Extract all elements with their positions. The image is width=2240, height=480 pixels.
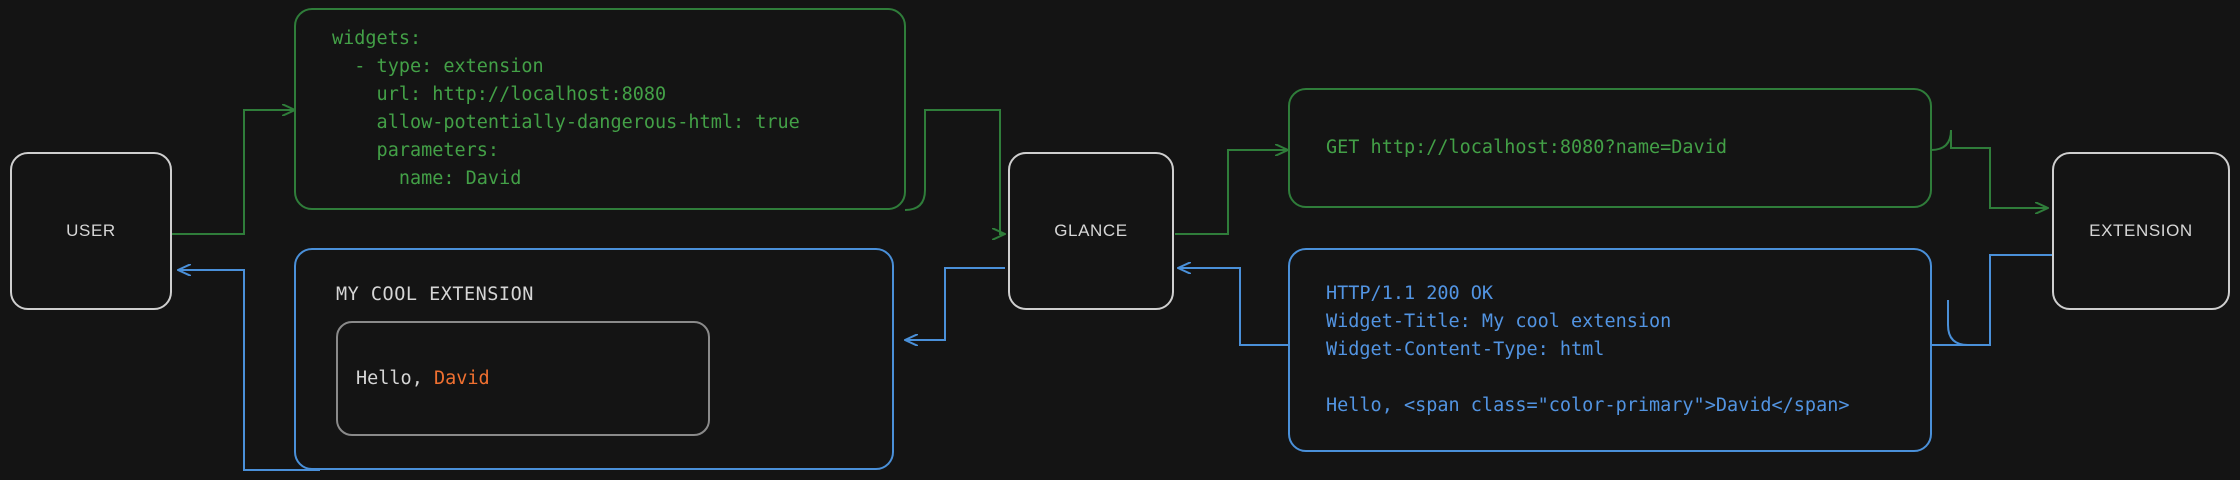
- node-extension[interactable]: EXTENSION: [2052, 152, 2230, 310]
- widget-greeting-name: David: [433, 368, 490, 389]
- wire-user-to-config: [172, 110, 295, 235]
- http-response-text: HTTP/1.1 200 OK Widget-Title: My cool ex…: [1326, 283, 1850, 416]
- rendered-widget-box: MY COOL EXTENSION Hello, David: [294, 248, 894, 470]
- wire-glance-to-widget: [905, 267, 1005, 340]
- node-extension-label: EXTENSION: [2089, 221, 2193, 240]
- wire-response-to-glance: [1178, 268, 1290, 346]
- widget-greeting-prefix: Hello,: [356, 368, 434, 389]
- node-glance-label: GLANCE: [1054, 221, 1128, 240]
- node-user[interactable]: USER: [10, 152, 172, 310]
- http-request-text: GET http://localhost:8080?name=David: [1326, 137, 1727, 158]
- rendered-widget-content: Hello, David: [336, 321, 710, 436]
- wire-config-to-glance: [904, 109, 1005, 234]
- node-user-label: USER: [66, 221, 116, 240]
- http-response-box: HTTP/1.1 200 OK Widget-Title: My cool ex…: [1288, 248, 1932, 452]
- node-glance[interactable]: GLANCE: [1008, 152, 1174, 310]
- wire-glance-to-request: [1175, 150, 1288, 235]
- http-request-box: GET http://localhost:8080?name=David: [1288, 88, 1932, 208]
- wire-request-to-extension: [1930, 129, 2048, 208]
- rendered-widget-title: MY COOL EXTENSION: [336, 284, 534, 305]
- config-yaml-text: widgets: - type: extension url: http://l…: [332, 28, 800, 189]
- config-yaml-box: widgets: - type: extension url: http://l…: [294, 8, 906, 210]
